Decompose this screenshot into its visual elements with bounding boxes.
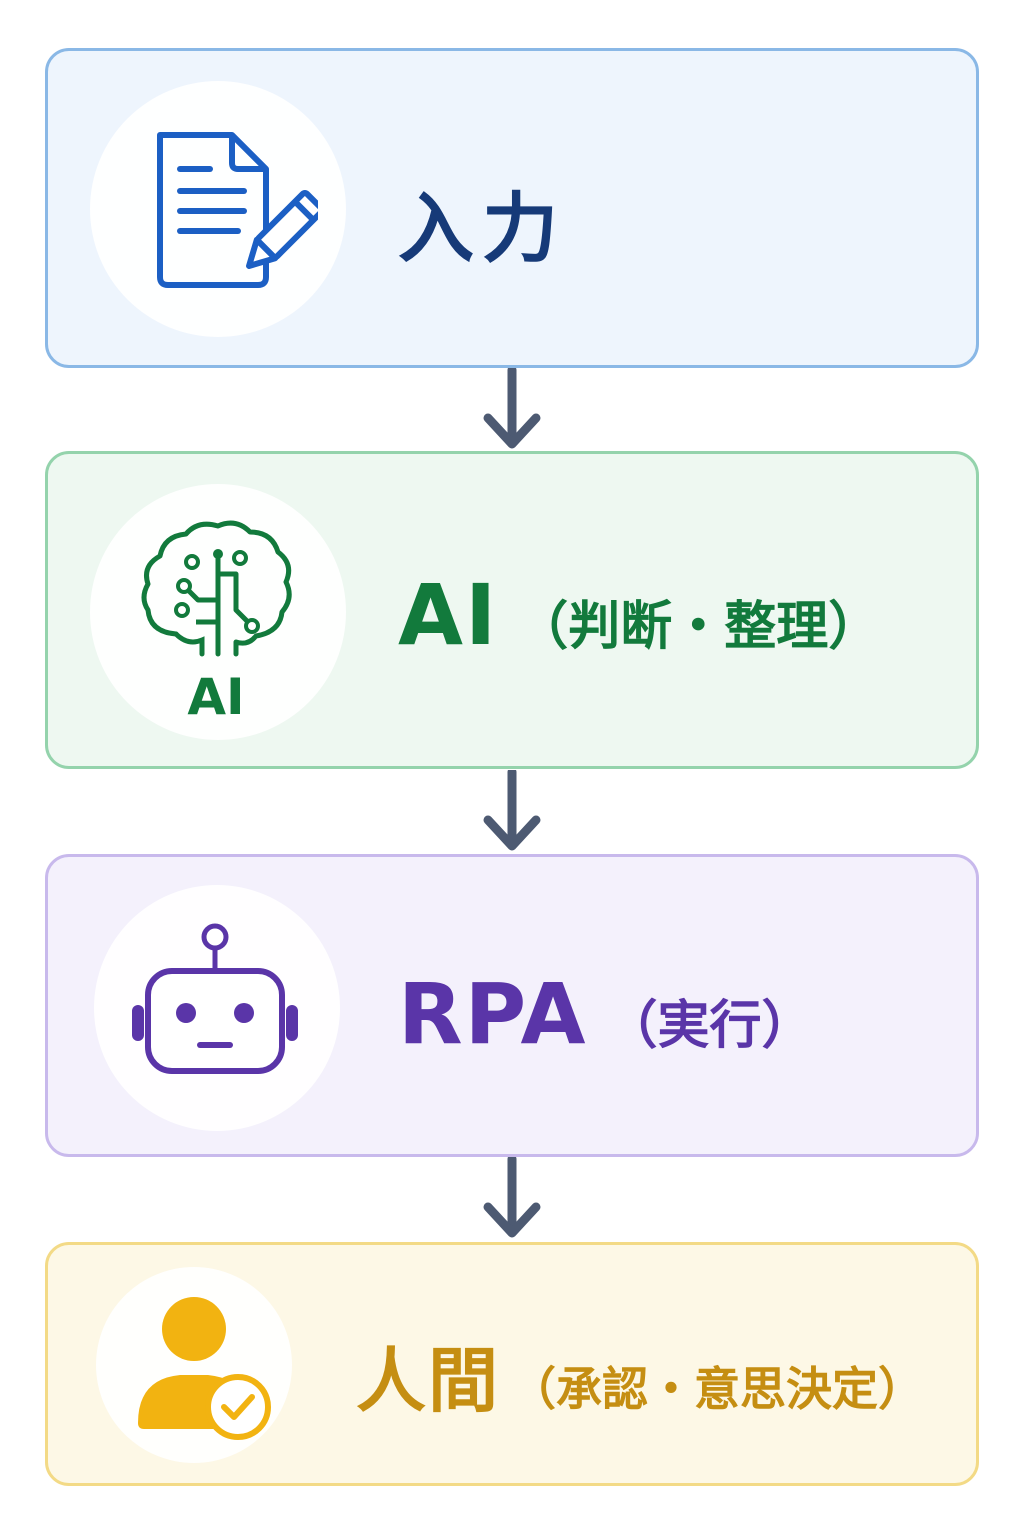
stage-title-main: RPA [398, 965, 588, 1063]
stage-rpa: RPA （実行） [45, 854, 979, 1157]
ai-icon-label: AI [187, 668, 244, 724]
stage-title-main: 入力 [398, 184, 566, 273]
stage-title-sub: （承認・意思決定） [510, 1362, 924, 1416]
flow-arrow-down [483, 368, 541, 449]
stage-title-sub: （実行） [605, 996, 814, 1056]
person-check-icon [138, 1297, 271, 1440]
stage-title-sub: （判断・整理） [516, 597, 881, 657]
flow-arrow-down [483, 770, 541, 851]
stage-title: 人間（承認・意思決定） [356, 1325, 924, 1426]
stage-ai: AI AI （判断・整理） [45, 451, 979, 769]
flow-arrow-down [483, 1157, 541, 1238]
stage-title-main: 人間 [356, 1340, 500, 1422]
ai-brain-icon: AI [141, 520, 292, 724]
stage-title: 入力 [398, 167, 584, 277]
stage-title: RPA （実行） [398, 965, 814, 1063]
document-edit-icon [157, 132, 318, 288]
robot-icon [132, 923, 298, 1074]
stage-human: 人間（承認・意思決定） [45, 1242, 979, 1486]
stage-title: AI （判断・整理） [398, 566, 880, 664]
stage-title-main: AI [398, 566, 499, 664]
stage-input: 入力 [45, 48, 979, 368]
